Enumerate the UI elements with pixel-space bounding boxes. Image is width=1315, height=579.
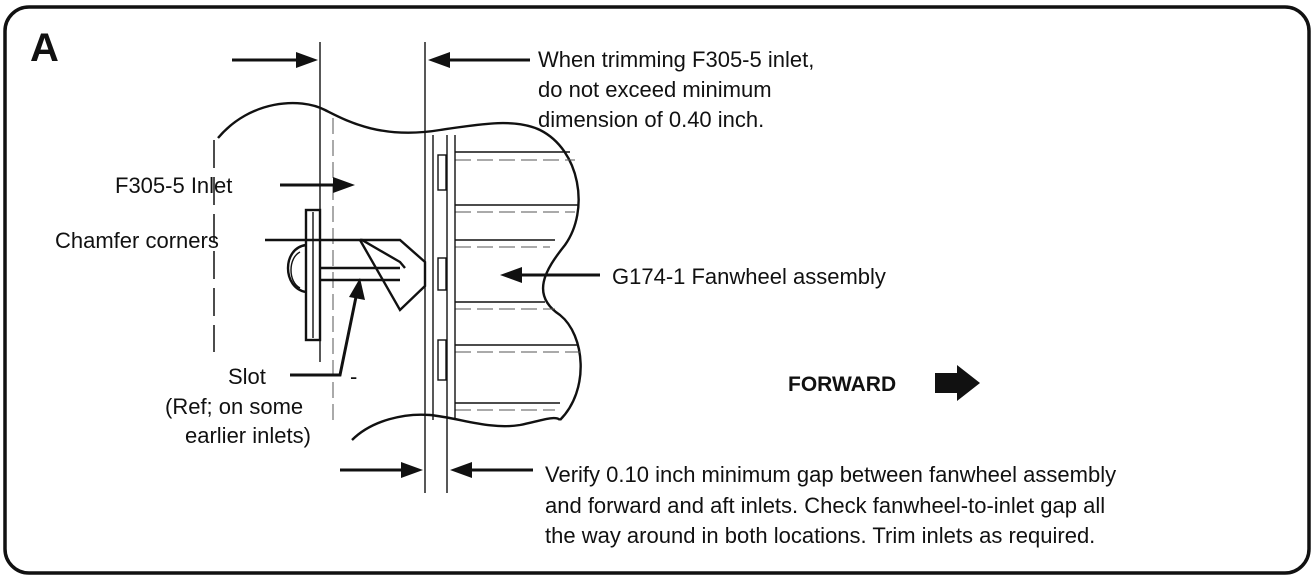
fanwheel-tabs <box>437 154 447 381</box>
trim-note-line-1: When trimming F305-5 inlet, <box>538 47 814 72</box>
inlet-label: F305-5 Inlet <box>115 173 232 198</box>
fanwheel-leader-arrow <box>500 267 600 283</box>
inlet-leader-arrow <box>280 177 355 193</box>
panel-frame <box>3 5 1311 575</box>
slot-dash: - <box>350 364 357 389</box>
forward-label: FORWARD <box>788 373 896 396</box>
gap-note-line-3: the way around in both locations. Trim i… <box>545 523 1095 548</box>
top-left-dim-arrow <box>232 52 318 68</box>
fanwheel-blades <box>454 135 580 420</box>
trim-note-line-3: dimension of 0.40 inch. <box>538 107 764 132</box>
chamfer-label: Chamfer corners <box>55 228 219 253</box>
trim-note-line-2: do not exceed minimum <box>538 77 772 102</box>
top-right-dim-arrow <box>428 52 530 68</box>
slot-ref-line-2: earlier inlets) <box>185 423 311 448</box>
chamfer-corners <box>358 238 427 312</box>
gap-note-line-2: and forward and aft inlets. Check fanwhe… <box>545 493 1105 518</box>
slot-label: Slot <box>228 364 266 389</box>
gap-note-line-1: Verify 0.10 inch minimum gap between fan… <box>545 462 1116 487</box>
fanwheel-label: G174-1 Fanwheel assembly <box>612 264 886 289</box>
inlet-housing-outline <box>217 101 582 441</box>
chamfer-leader <box>265 238 406 269</box>
forward-arrow-icon <box>935 365 980 401</box>
bottom-right-dim-arrow <box>450 462 533 478</box>
panel-label: A <box>30 26 59 70</box>
slot-ref-line-1: (Ref; on some <box>165 394 303 419</box>
bottom-left-dim-arrow <box>340 462 423 478</box>
slot-leader-arrow <box>290 278 365 377</box>
